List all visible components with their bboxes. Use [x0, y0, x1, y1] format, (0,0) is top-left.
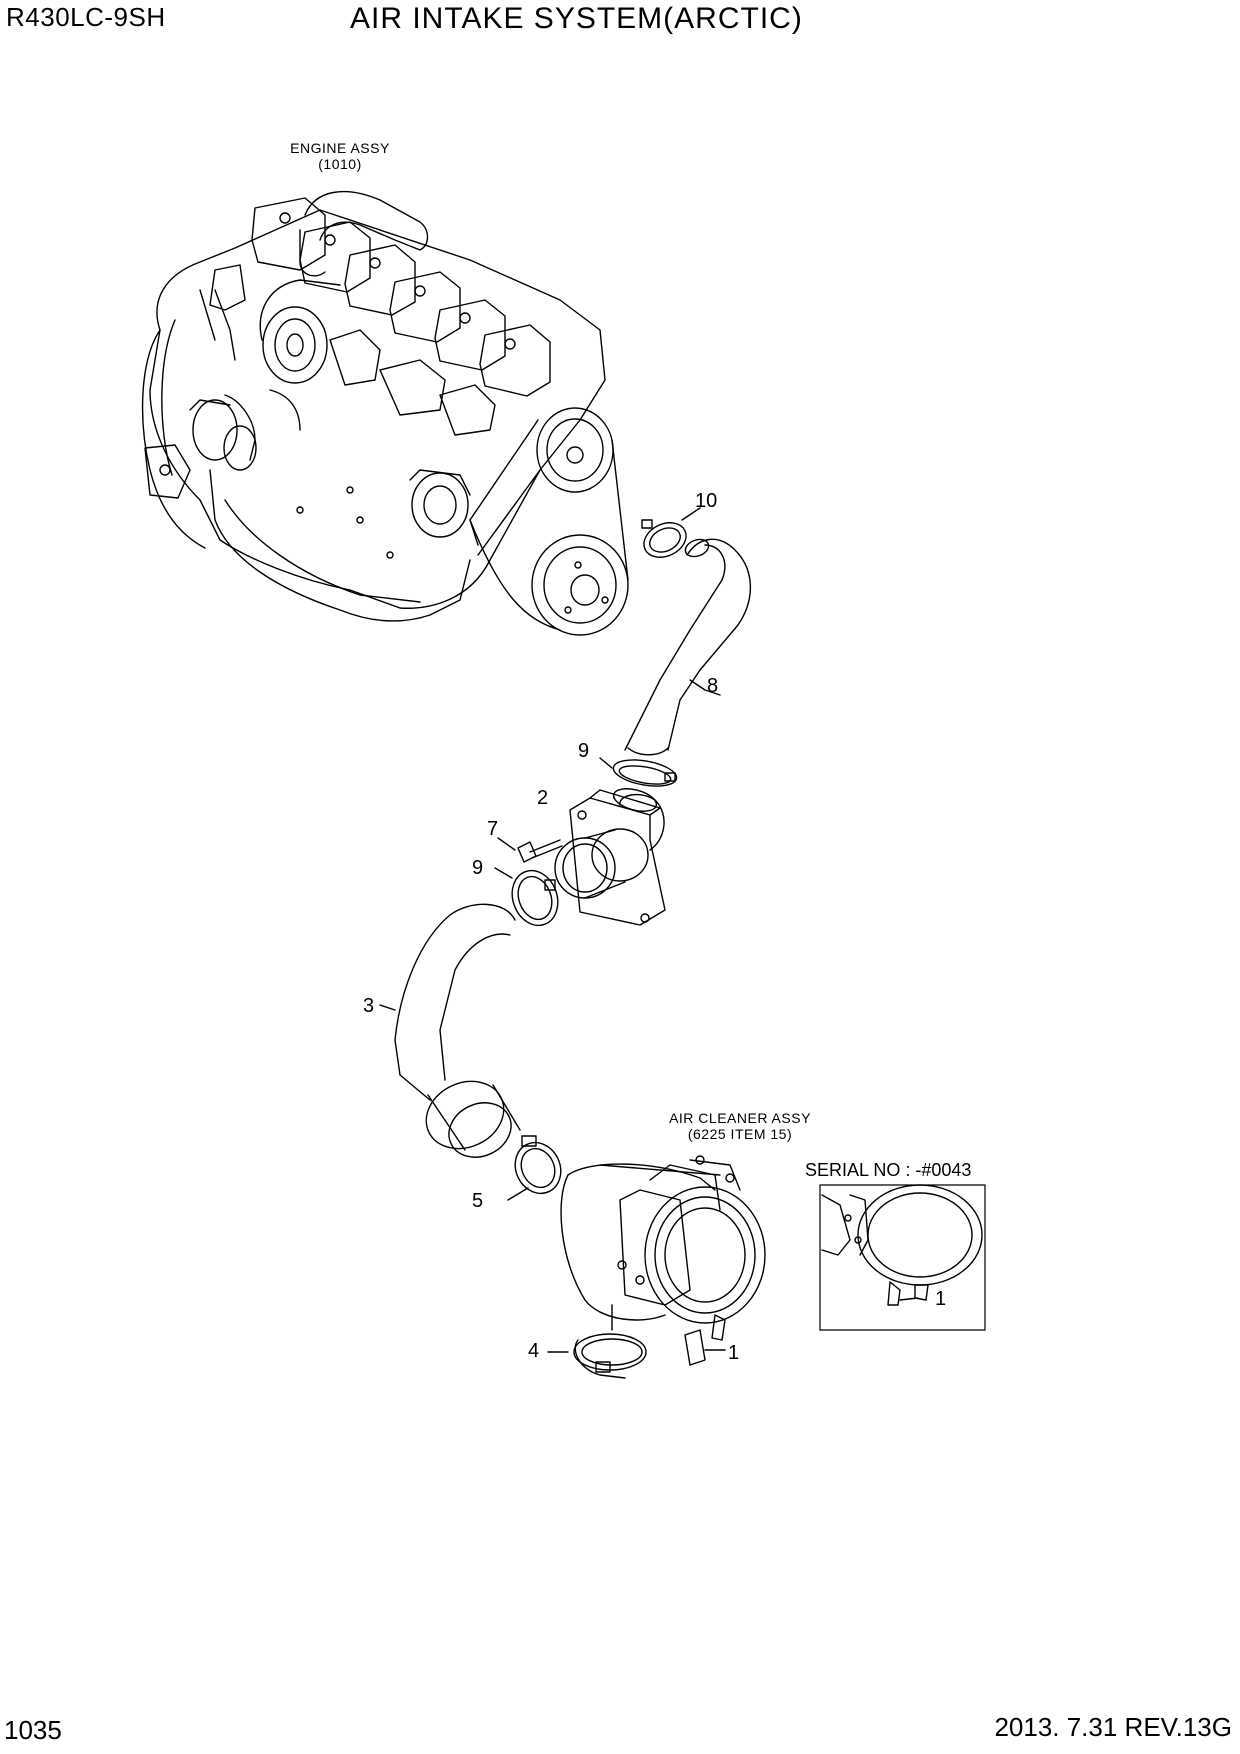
callout-4: 4 — [528, 1340, 540, 1362]
adapter-2-part — [554, 788, 666, 926]
engine-assy-name: ENGINE ASSY — [290, 140, 390, 156]
air-cleaner-assy-label: AIR CLEANER ASSY (6225 ITEM 15) — [650, 1110, 830, 1142]
callout-2: 2 — [537, 787, 549, 809]
callout-3: 3 — [363, 995, 375, 1017]
air-cleaner-assy-name: AIR CLEANER ASSY — [669, 1110, 811, 1126]
serial-detail-box — [819, 1184, 986, 1331]
bolt-7-part — [497, 837, 563, 863]
clamp-9-upper-part — [599, 757, 678, 787]
engine-assy-label: ENGINE ASSY (1010) — [270, 140, 410, 172]
callout-5: 5 — [472, 1190, 484, 1212]
engine-assy-drawing — [141, 190, 629, 636]
callout-1: 1 — [728, 1342, 740, 1364]
serial-box-callout-1: 1 — [935, 1288, 947, 1310]
air-cleaner-assy-ref: (6225 ITEM 15) — [687, 1126, 793, 1142]
callout-10: 10 — [695, 490, 718, 512]
serial-detail-drawing — [821, 1184, 983, 1306]
model-number: R430LC-9SH — [6, 2, 166, 32]
callout-8: 8 — [707, 675, 719, 697]
callout-9-lower: 9 — [472, 857, 484, 879]
air-cleaner-drawing — [547, 1155, 766, 1379]
serial-number-label: SERIAL NO : -#0043 — [805, 1160, 972, 1180]
hose-8-part — [624, 538, 752, 756]
callout-9-upper: 9 — [578, 740, 590, 762]
clamp-10-part — [641, 507, 701, 558]
hose-3-part — [379, 903, 521, 1158]
clamp-5-part — [507, 1135, 562, 1201]
page-number: 1035 — [4, 1715, 62, 1745]
revision-date: 2013. 7.31 REV.13G — [994, 1712, 1232, 1742]
engine-assy-ref: (1010) — [318, 156, 362, 172]
clamp-9-lower-part — [494, 867, 559, 927]
page-title: AIR INTAKE SYSTEM(ARCTIC) — [350, 2, 803, 35]
callout-7: 7 — [487, 818, 499, 840]
